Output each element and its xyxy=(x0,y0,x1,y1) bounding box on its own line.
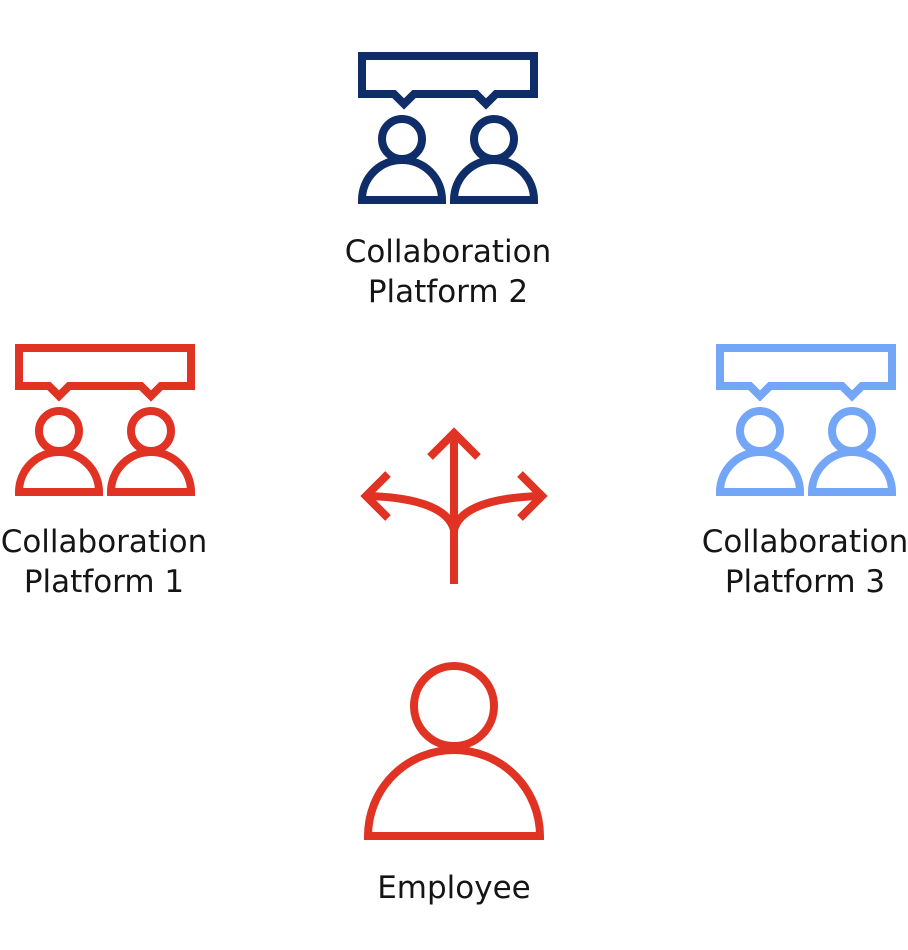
employee-person-icon xyxy=(363,662,545,840)
platform-2-group-icon xyxy=(357,52,539,204)
platform-1-group-icon xyxy=(14,344,196,496)
platform-3-label-line1: Collaboration xyxy=(701,524,908,560)
group-chat-icon xyxy=(357,52,539,204)
employee-label: Employee xyxy=(304,868,604,908)
person-icon xyxy=(363,662,545,840)
platform-3-group-icon xyxy=(715,344,897,496)
split-arrows-icon xyxy=(360,426,550,586)
platform-1-label: Collaboration Platform 1 xyxy=(0,522,254,602)
platform-1-label-line2: Platform 1 xyxy=(23,564,185,600)
platform-2-label: Collaboration Platform 2 xyxy=(298,232,598,312)
split-arrows-icon-svg xyxy=(360,427,548,584)
platform-2-label-line1: Collaboration xyxy=(344,234,552,270)
platform-3-label: Collaboration Platform 3 xyxy=(655,522,908,602)
platform-3-label-line2: Platform 3 xyxy=(724,564,886,600)
group-chat-icon xyxy=(14,344,196,496)
group-chat-icon xyxy=(715,344,897,496)
employee-label-text: Employee xyxy=(377,870,531,906)
platform-1-label-line1: Collaboration xyxy=(0,524,208,560)
platform-2-label-line2: Platform 2 xyxy=(367,274,529,310)
